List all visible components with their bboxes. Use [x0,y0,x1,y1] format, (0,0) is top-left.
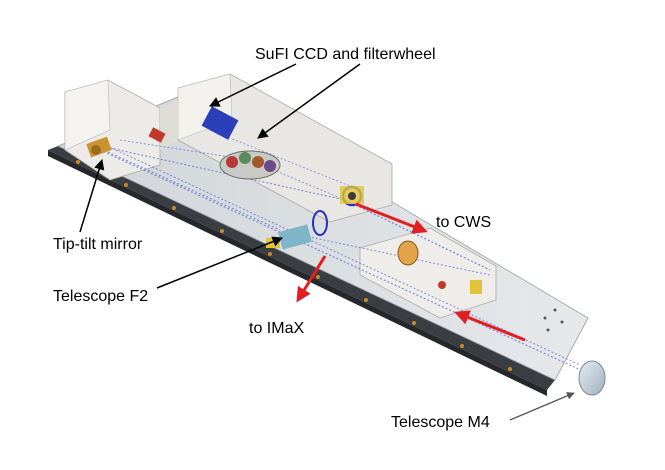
m4-callout-arrow [509,392,575,421]
mounting-holes [543,308,564,332]
telescope-f2-label: Telescope F2 [53,288,149,305]
to-cws-label: to CWS [436,214,492,231]
callout-arrows [79,63,361,289]
sufi-ccd-label: SuFI CCD and filterwheel [255,46,436,63]
to-imax-label: to IMaX [249,320,305,337]
tip-tilt-mirror [86,136,112,158]
f2-callout-arrow [156,236,283,289]
cws-optics [397,240,482,294]
tip-tilt-mirror-label: Tip-tilt mirror [53,236,143,253]
rail-screws [76,160,512,371]
arrow-to-imax [296,255,327,303]
telescope-m4-label: Telescope M4 [391,414,490,431]
arrow-to-cws [355,202,428,234]
arrow-from-m4 [454,310,526,342]
beam-splitter-assembly [340,185,364,207]
lower-housing [359,227,497,319]
sufi-callout-arrow-1 [209,63,297,107]
enclosure [64,73,497,319]
telescope-m4-mirror [578,360,606,396]
tip-tilt-callout-arrow [79,158,105,233]
sufi-filterwheel [219,150,281,180]
red-direction-arrows [296,202,526,342]
sufi-callout-arrow-2 [257,63,361,139]
sufi-ccd-block [201,106,239,140]
